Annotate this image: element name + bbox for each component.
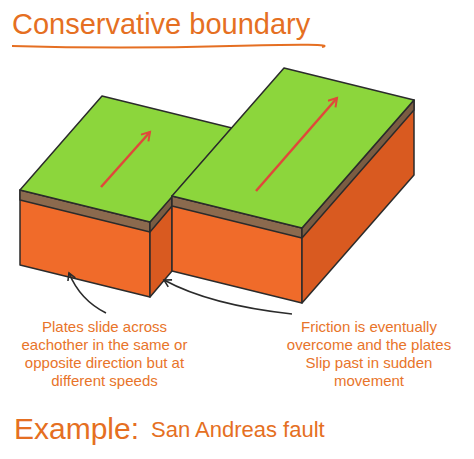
title-underline (12, 45, 325, 48)
right-plate (172, 68, 414, 303)
callout-note: Friction is eventually overcome and the … (276, 318, 462, 390)
diagram-title: Conservative boundary (12, 8, 310, 41)
example-heading: Example: (14, 412, 139, 446)
leader-line (164, 280, 292, 314)
motion-arrow (101, 132, 150, 187)
example-text: San Andreas fault (151, 417, 325, 443)
callout-note: Plates slide across eachother in the sam… (12, 318, 197, 390)
leader-line (69, 273, 106, 313)
motion-arrow (256, 98, 337, 191)
